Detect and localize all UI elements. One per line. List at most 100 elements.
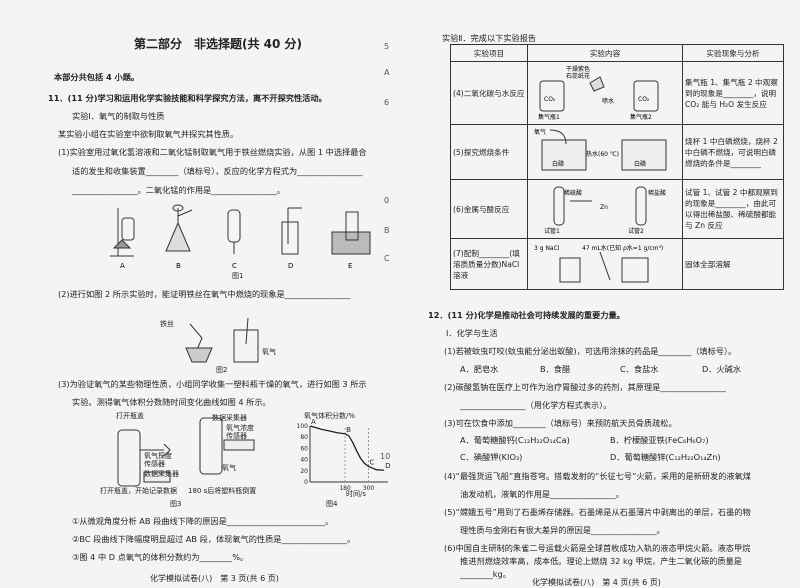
q12-2-line1: (2)碳酸氢钠在医疗上可作为治疗胃酸过多的药剂，其原理是____________… [444,382,726,392]
fig3-open-cap: 打开瓶盖 [116,412,144,420]
q12-heading: 12．(11 分)化学是推动社会可持续发展的重要力量。 [428,310,625,320]
part1-title: Ⅰ．化学与生活 [446,328,498,338]
table-row: (7)配制________(填溶质质量分数)NaCl 溶液 3 g NaCl 4… [450,238,784,290]
fig4-xlabel: 时间/s [346,490,367,498]
fig3-caption-1: 打开瓶盖，开始记录数据 [100,487,177,495]
header-content: 实验内容 [527,44,683,62]
q12-1-opt-c: C．食盐水 [620,364,659,374]
point-label: B [346,426,351,434]
y-tick-label: 100 [297,423,309,430]
combustion-figure: 氧气 白磷 热水(60 ℃) 白磷 [534,128,667,171]
q11-heading: 11．(11 分)学习和运用化学实验技能和科学探究方法，离不开探究性活动。 [48,93,327,103]
fig3-oxygen-label: 氧气 [222,464,236,472]
q12-1-opt-b: B．食醋 [540,364,571,374]
fig-label: 稀盐酸 [648,189,666,197]
y-tick-label: 80 [300,434,308,441]
fig3-conc-label-2: 传感器 [226,432,247,440]
q12-3-opt-d: D．葡萄糖酸锌(C₁₂H₂₂O₁₄Zn) [610,452,721,462]
edge-mark: 6 [384,98,390,107]
exp1-desc: 某实验小组在实验室中欲制取氧气并探究其性质。 [58,129,239,139]
q12-6-line1: (6)中国自主研制的朱雀二号运载火箭是全球首枚成功入轨的液态甲烷火箭。液态甲烷 [444,543,751,553]
right-footer: 化学模拟试卷(八) 第 4 页(共 6 页) [532,578,661,587]
fig4-ylabel: 氧气体积分数/% [304,412,356,420]
q12-1: (1)若被蚊虫叮咬(蚊虫能分泌出蚁酸)，可选用涂抹的药品是________（填标… [444,346,737,356]
q11-1-line2: 适的发生和收集装置________（填标号），反应的化学方程式为________… [72,166,363,176]
fig-label: 白磷 [552,160,564,168]
q11-1-line3: ________________。二氧化锰的作用是_______________… [72,185,285,195]
fig-label: 试管2 [628,227,644,235]
point-label: C [370,458,375,466]
row-figure: 稀硫酸 Zn 稀盐酸 试管1 试管2 [527,179,683,239]
fig2-caption: 图2 [216,366,228,374]
q11-3-ii: ②BC 段曲线下降幅度明显超过 AB 段，体现氧气的性质是___________… [72,534,356,544]
y-tick-label: 0 [304,479,308,486]
q12-4-line2: 油发动机，液氧的作用是________________。 [460,489,624,499]
q12-6-line2: 推进剂燃烧效率高，成本低。理论上燃烧 32 kg 甲烷，产生二氧化碳的质量是 [460,556,742,566]
fig-label: 热水(60 ℃) [586,150,619,158]
q11-3-line2: 实验。测得氧气体积分数随时间变化曲线如图 4 所示。 [72,397,271,407]
y-tick-label: 20 [300,468,308,475]
q11-3-iii: ③图 4 中 D 点氧气的体积分数约为________%。 [72,552,249,562]
edge-mark: B [384,226,390,235]
table-row: (4)二氧化碳与水反应 干燥紫色 石蕊纸花 CO₂ 喷水 CO₂ 集气瓶1 集气… [450,61,784,125]
fig3-sensor-label: 氧气探度 [144,452,172,460]
q11-3-line1: (3)为验证氧气的某些物理性质，小组同学收集一塑料瓶干燥的氧气，进行如图 3 所… [58,379,367,389]
oxygen-curve [309,425,385,471]
edge-mark: A [384,68,390,77]
row-figure: 干燥紫色 石蕊纸花 CO₂ 喷水 CO₂ 集气瓶1 集气瓶2 [527,61,683,125]
row-analysis: 集气瓶 1、集气瓶 2 中观察到的现象是________，说明 CO₂ 能与 H… [682,61,784,125]
fig-label: 47 mL水(已知 ρ水=1 g/cm³) [582,244,663,252]
q11-3-i: ①从微观角度分析 AB 段曲线下降的原因是___________________… [72,516,334,526]
q12-5-line2: 理性质与金刚石有很大差异的原因是________________。 [460,525,665,535]
y-tick-label: 40 [300,457,308,464]
figure-1-apparatus: A B C D E [110,204,371,270]
row-item: (7)配制________(填溶质质量分数)NaCl 溶液 [450,238,528,290]
fig-label: 氧气 [534,128,546,136]
edge-mark: 5 [384,42,390,51]
fig3-collector-label: 数据采集器 [144,470,179,478]
row-analysis: 固体全部溶解 [682,238,784,290]
q12-3: (3)可在饮食中添加________（填标号）来预防航天员骨质疏松。 [444,418,677,428]
fig3-sensor-label-2: 传感器 [144,460,165,468]
edge-mark: 0 [384,196,390,205]
q12-2-line2: ________________（用化学方程式表示）。 [460,400,612,410]
fig1-label-b: B [176,262,181,270]
fig-label: 白磷 [634,160,646,168]
section-title: 第二部分 非选择题(共 40 分) [134,37,303,51]
fig1-label-c: C [232,262,237,270]
row-item: (4)二氧化碳与水反应 [450,61,528,125]
fig4-caption: 图4 [326,500,338,508]
point-label: A [311,418,316,426]
fig1-caption: 图1 [232,272,244,280]
figure-2-iron-wire [185,318,259,363]
x-tick-label: 180 [339,485,351,492]
fig1-label-a: A [120,262,125,270]
q12-6-line3: ________kg。 [460,569,511,579]
x-tick-label: 300 [363,485,375,492]
solution-prep-figure: 3 g NaCl 47 mL水(已知 ρ水=1 g/cm³) [534,244,663,283]
fig-label: 石蕊纸花 [566,72,590,80]
q12-4-line1: (4)“最强货运飞船”直指苍穹。搭载发射的“长征七号”火箭，采用的是新研发的液氧… [444,471,751,481]
right-page: 实验Ⅱ．完成以下实验报告 实验项目 实验内容 实验现象与分析 (4)二氧化碳与水… [400,0,800,587]
fig1-label-d: D [288,262,293,270]
row-analysis: 试管 1、试管 2 中都观察到的现象是________，由此可以得出稀盐酸、稀硫… [682,179,784,239]
row-figure: 氧气 白磷 热水(60 ℃) 白磷 [527,124,683,180]
fig-label: 集气瓶2 [630,113,652,121]
experiment-report-table: 实验项目 实验内容 实验现象与分析 (4)二氧化碳与水反应 干燥紫色 石蕊纸花 … [450,44,784,290]
row-item: (6)金属与酸反应 [450,179,528,239]
fig-label: 3 g NaCl [534,245,560,252]
fig3-caption-2: 180 s后将塑料瓶倒置 [188,487,257,495]
edge-mark: C [384,254,390,263]
fig3-conc-label: 氧气浓度 [226,424,254,432]
q11-2: (2)进行如图 2 所示实验时，能证明铁丝在氧气中燃烧的现象是_________… [58,289,351,299]
intro-text: 本部分共包括 4 小题。 [54,72,140,82]
fig-label: 集气瓶1 [538,113,560,121]
q11-1-line1: (1)实验室用过氧化氢溶液和二氧化锰制取氧气用于铁丝燃烧实验，从图 1 中选择最… [58,147,367,157]
edge-mark: 10 [380,452,391,461]
q12-3-opt-c: C．碘酸钾(KIO₃) [460,452,523,462]
table-row: (5)探究燃烧条件 氧气 白磷 热水(60 ℃) 白磷 烧杯 1 中白磷燃烧，烧… [450,124,784,180]
fig2-label-oxygen: 氧气 [262,348,276,356]
q12-3-opt-a: A．葡萄糖酸钙(C₁₂H₂₂O₁₄Ca) [460,435,570,445]
row-analysis: 烧杯 1 中白磷燃烧，烧杯 2 中白磷不燃烧，可说明白磷燃烧的条件是______… [682,124,784,180]
fig-label: CO₂ [638,96,650,103]
